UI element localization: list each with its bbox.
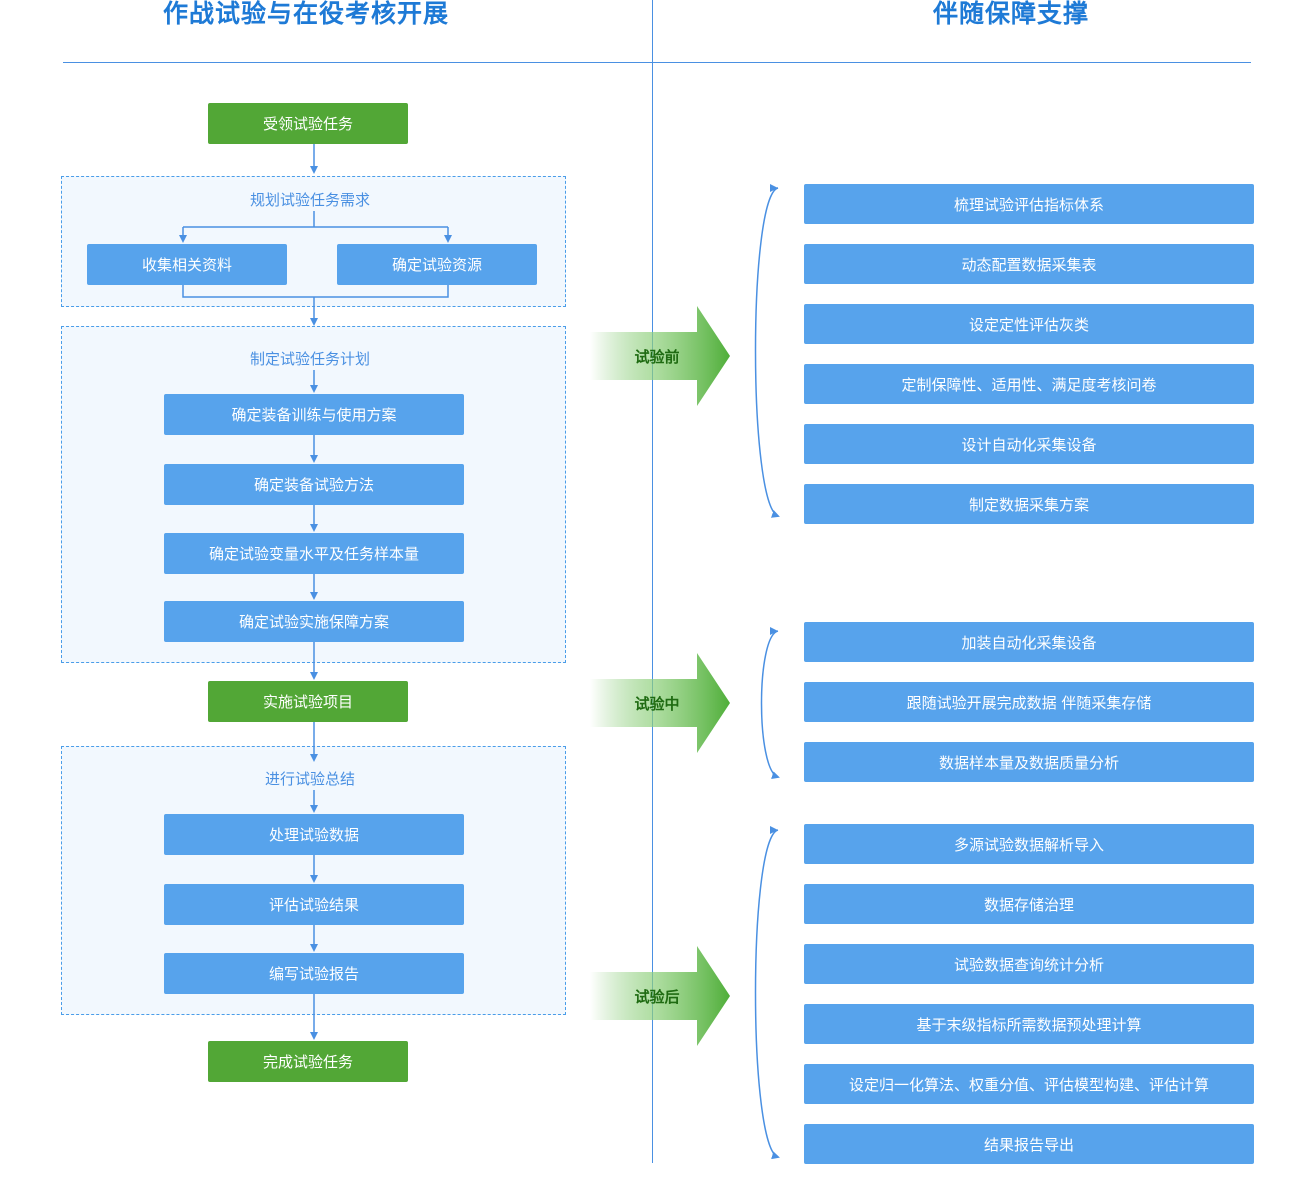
plan-step-node: 确定试验实施保障方案 <box>164 601 464 642</box>
confirm-resources-node: 确定试验资源 <box>337 244 537 285</box>
support-item-before: 设定定性评估灰类 <box>804 304 1254 344</box>
plan-step-node: 确定装备试验方法 <box>164 464 464 505</box>
support-item-before: 设计自动化采集设备 <box>804 424 1254 464</box>
stage-label: 试验中 <box>634 694 680 713</box>
support-item-after: 基于末级指标所需数据预处理计算 <box>804 1004 1254 1044</box>
summary-title: 进行试验总结 <box>264 770 356 788</box>
header-divider <box>63 62 1251 63</box>
plan-requirements-title: 规划试验任务需求 <box>249 191 371 209</box>
stage-arrow-during: 试验中 <box>590 653 730 753</box>
support-item-during: 跟随试验开展完成数据 伴随采集存储 <box>804 682 1254 722</box>
summary-step-node: 评估试验结果 <box>164 884 464 925</box>
right-section-header: 伴随保障支撑 <box>933 0 1090 28</box>
left-section-header: 作战试验与在役考核开展 <box>163 0 450 28</box>
summary-step-node: 处理试验数据 <box>164 814 464 855</box>
support-item-after: 结果报告导出 <box>804 1124 1254 1164</box>
execute-project-node: 实施试验项目 <box>208 681 408 722</box>
summary-step-node: 编写试验报告 <box>164 953 464 994</box>
support-item-before: 制定数据采集方案 <box>804 484 1254 524</box>
support-item-before: 动态配置数据采集表 <box>804 244 1254 284</box>
support-item-before: 梳理试验评估指标体系 <box>804 184 1254 224</box>
plan-step-node: 确定装备训练与使用方案 <box>164 394 464 435</box>
support-item-after: 试验数据查询统计分析 <box>804 944 1254 984</box>
make-plan-title: 制定试验任务计划 <box>249 350 371 368</box>
support-item-after: 多源试验数据解析导入 <box>804 824 1254 864</box>
stage-arrow-before: 试验前 <box>590 306 730 406</box>
support-item-after: 数据存储治理 <box>804 884 1254 924</box>
support-item-after: 设定归一化算法、权重分值、评估模型构建、评估计算 <box>804 1064 1254 1104</box>
stage-label: 试验前 <box>634 347 680 366</box>
receive-task-node: 受领试验任务 <box>208 103 408 144</box>
column-divider <box>652 0 653 1163</box>
complete-task-node: 完成试验任务 <box>208 1041 408 1082</box>
stage-label: 试验后 <box>634 987 680 1006</box>
support-item-during: 数据样本量及数据质量分析 <box>804 742 1254 782</box>
collect-materials-node: 收集相关资料 <box>87 244 287 285</box>
support-item-during: 加装自动化采集设备 <box>804 622 1254 662</box>
plan-requirements-group <box>61 176 566 307</box>
stage-arrow-after: 试验后 <box>590 946 730 1046</box>
support-item-before: 定制保障性、适用性、满足度考核问卷 <box>804 364 1254 404</box>
plan-step-node: 确定试验变量水平及任务样本量 <box>164 533 464 574</box>
